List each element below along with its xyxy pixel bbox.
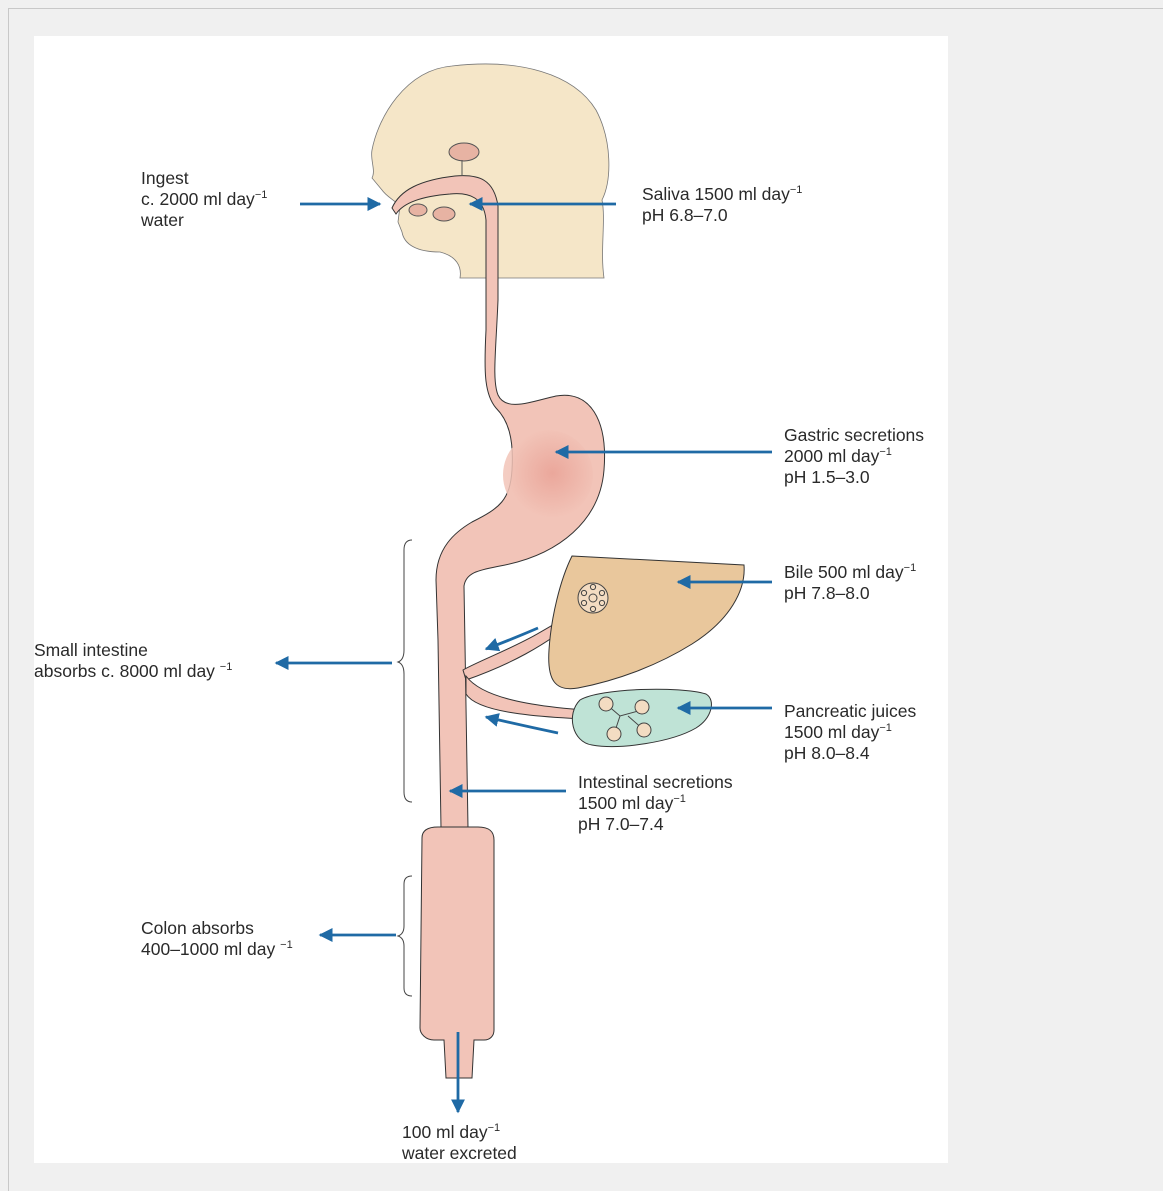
intestinal-label: Intestinal secretions 1500 ml day−1 pH 7…: [578, 772, 733, 835]
pancreatic-label: Pancreatic juices 1500 ml day−1 pH 8.0–8…: [784, 701, 916, 764]
pancreas: [572, 689, 711, 746]
small-intestine-label: Small intestine absorbs c. 8000 ml day −…: [34, 640, 232, 682]
saliva-label: Saliva 1500 ml day−1 pH 6.8–7.0: [642, 184, 802, 226]
pancreatic-flow-arrow: [486, 717, 558, 733]
colon-brace: [398, 876, 412, 996]
stomach-secretion-glow: [503, 430, 593, 520]
excreted-label: 100 ml day−1 water excreted: [402, 1122, 517, 1164]
gastric-label: Gastric secretions 2000 ml day−1 pH 1.5–…: [784, 425, 924, 488]
ingest-label: Ingest c. 2000 ml day−1 water: [141, 168, 267, 231]
liver-lobule: [578, 583, 608, 613]
small-intestine-brace: [398, 540, 412, 802]
bile-label: Bile 500 ml day−1 pH 7.8–8.0: [784, 562, 916, 604]
colon-label: Colon absorbs 400–1000 ml day −1: [141, 918, 293, 960]
liver: [549, 556, 744, 689]
